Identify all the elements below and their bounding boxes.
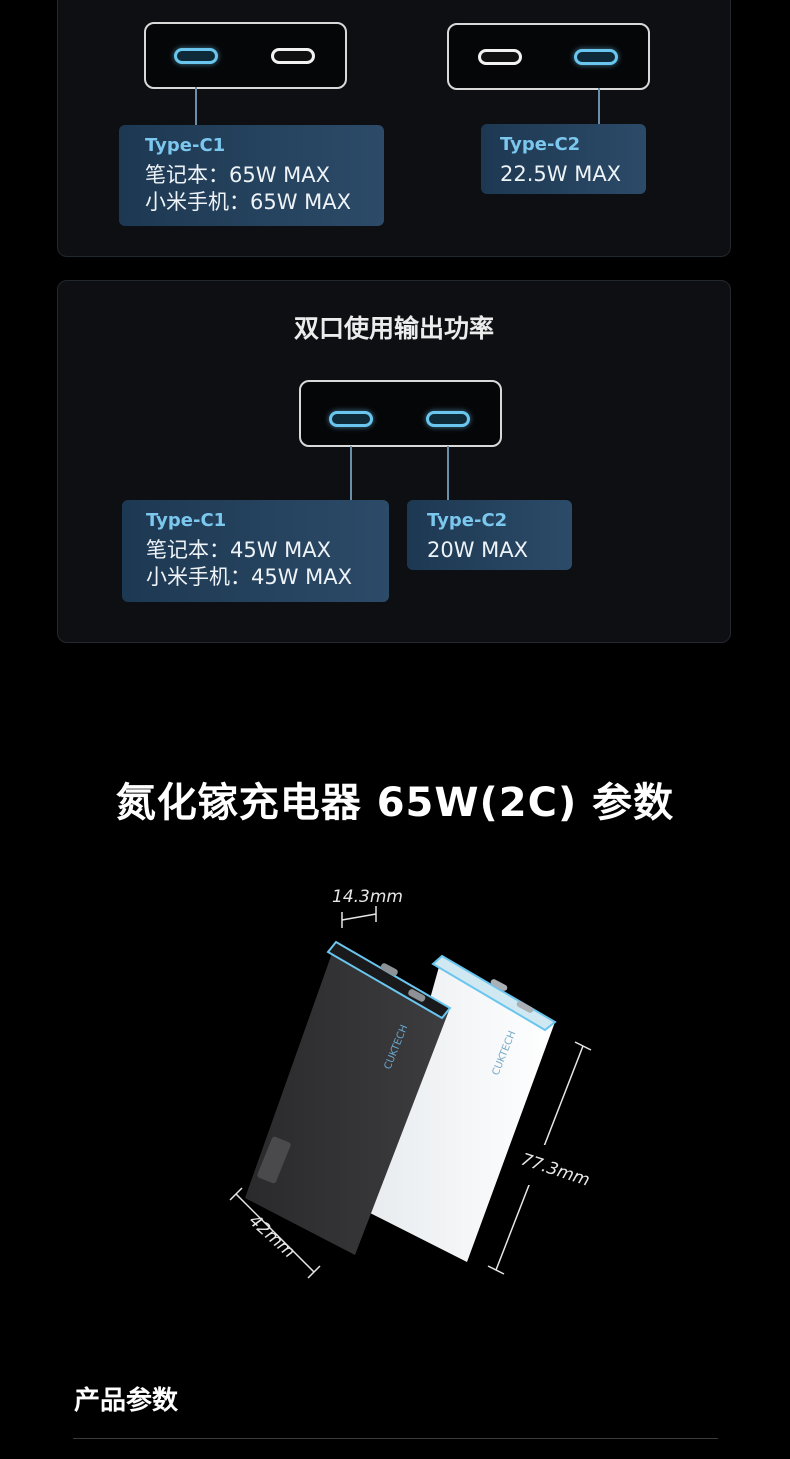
c1-connector-line — [195, 87, 197, 125]
single-c1-name: Type-C1 — [145, 135, 226, 156]
single-c1-spec-phone: 小米手机：65W MAX — [145, 190, 352, 214]
dual-c2-name: Type-C2 — [427, 510, 508, 531]
product-dimension-image: CUKTECH CUKTECH 14.3mm 42mm 77.3mm — [229, 887, 592, 1279]
white-charger: CUKTECH — [370, 954, 557, 1262]
type-c2-port-icon — [271, 48, 315, 64]
type-c1-port-icon — [329, 411, 373, 427]
single-port-output-card: Type-C1 笔记本：65W MAX 小米手机：65W MAX Type-C2… — [57, 0, 731, 257]
dual-port-title: 双口使用输出功率 — [293, 314, 494, 343]
dual-c2-label: Type-C2 20W MAX — [407, 500, 572, 570]
dual-port-output-card: 双口使用输出功率 Type-C1 笔记本：45W MAX 小米手机：45W MA… — [57, 280, 731, 643]
thickness-dimension: 14.3mm — [332, 887, 403, 928]
type-c1-port-icon — [174, 48, 218, 64]
type-c2-port-icon-active — [574, 49, 618, 65]
single-c1-label: Type-C1 笔记本：65W MAX 小米手机：65W MAX — [119, 125, 384, 226]
dual-c1-spec-laptop: 笔记本：45W MAX — [146, 538, 332, 562]
single-c2-label: Type-C2 22.5W MAX — [481, 124, 646, 194]
c2-connector-line — [598, 88, 600, 124]
single-c2-spec: 22.5W MAX — [500, 162, 622, 186]
dual-c1-spec-phone: 小米手机：45W MAX — [146, 565, 353, 589]
thickness-label: 14.3mm — [332, 887, 403, 907]
dual-c2-spec: 20W MAX — [427, 538, 529, 562]
port-diagram-left — [144, 22, 347, 89]
dual-c1-connector-line — [350, 446, 352, 500]
type-c2-port-icon — [426, 411, 470, 427]
height-dimension: 77.3mm — [487, 1041, 592, 1275]
single-c1-spec-laptop: 笔记本：65W MAX — [145, 163, 331, 187]
black-charger: CUKTECH — [245, 940, 452, 1255]
product-params-heading: 产品参数 — [74, 1386, 179, 1416]
port-diagram-right — [447, 23, 650, 90]
dual-c1-name: Type-C1 — [146, 510, 227, 531]
type-c1-port-icon-unused — [478, 49, 522, 65]
params-title: 氮化镓充电器 65W(2C) 参数 — [115, 780, 675, 826]
dual-c1-label: Type-C1 笔记本：45W MAX 小米手机：45W MAX — [122, 500, 389, 602]
dual-c2-connector-line — [447, 446, 449, 500]
section-divider — [73, 1438, 718, 1439]
single-c2-name: Type-C2 — [500, 134, 581, 155]
port-diagram-dual — [299, 380, 502, 447]
